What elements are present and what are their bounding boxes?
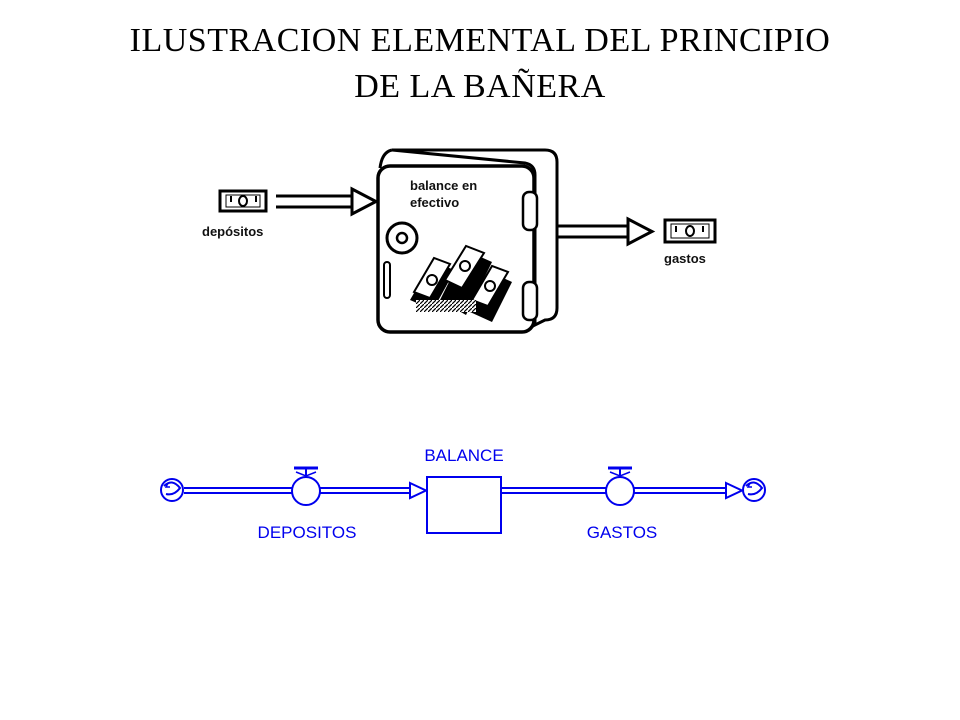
sink-cloud-icon <box>742 478 766 502</box>
diagram-title: ILUSTRACION ELEMENTAL DEL PRINCIPIO DE L… <box>0 18 960 110</box>
safe-illustration: balance en efectivo <box>376 148 559 334</box>
inflow-bill-icon <box>218 189 268 213</box>
source-cloud-icon <box>160 478 184 502</box>
title-line-2: DE LA BAÑERA <box>354 68 606 105</box>
inflow-valve-icon <box>291 466 321 506</box>
safe-hinge-bottom <box>521 280 539 322</box>
inflow-arrow <box>276 186 380 217</box>
outflow-label: gastos <box>664 251 706 266</box>
outflow-rate-label: GASTOS <box>587 523 658 542</box>
stock-label: BALANCE <box>424 446 503 465</box>
title-line-1: ILUSTRACION ELEMENTAL DEL PRINCIPIO <box>129 22 831 59</box>
safe-hinge-top <box>521 190 539 232</box>
inflow-label: depósitos <box>202 224 263 239</box>
safe-label-line-1: balance en <box>410 178 477 193</box>
balance-stock <box>426 476 502 534</box>
money-stacks <box>410 244 512 322</box>
outflow-arrow <box>556 216 656 247</box>
inflow-rate-label: DEPOSITOS <box>258 523 357 542</box>
outflow-valve-icon <box>605 466 635 506</box>
safe-handle <box>383 261 391 299</box>
safe-label-line-2: efectivo <box>410 195 459 210</box>
outflow-bill-icon <box>663 218 717 244</box>
stock-flow-diagram <box>160 466 766 534</box>
